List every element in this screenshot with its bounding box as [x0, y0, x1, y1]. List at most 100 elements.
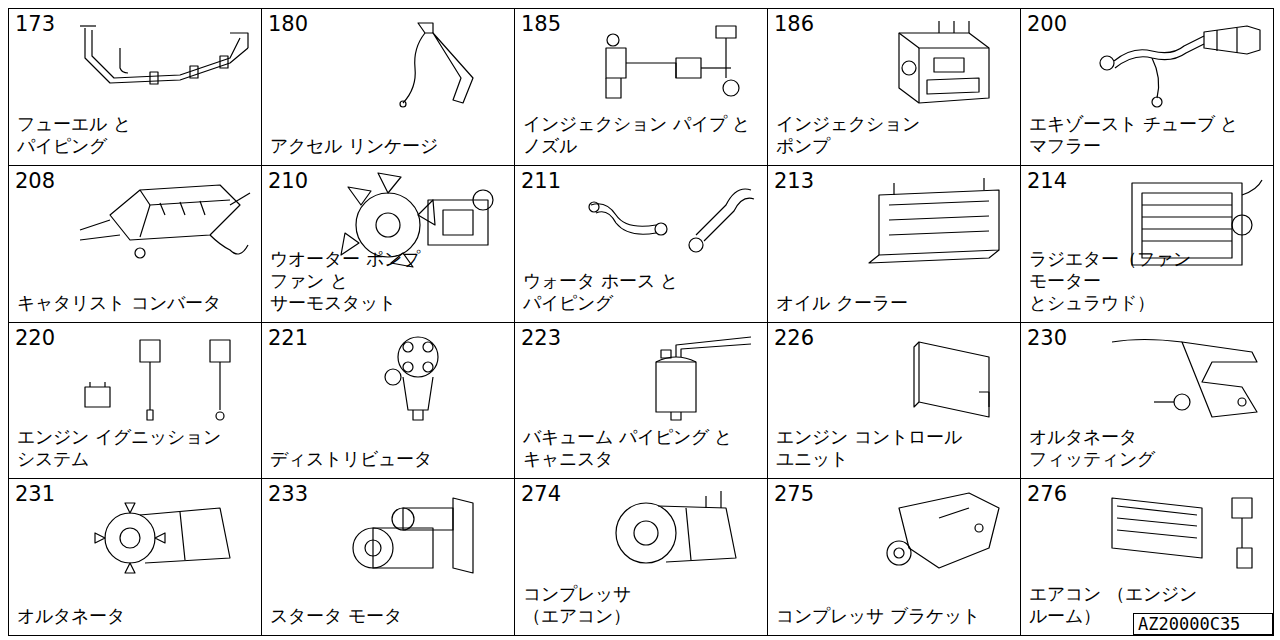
part-line: [919, 342, 989, 417]
catalog-cell: 230 オルタネータ フィッティング: [1020, 322, 1274, 479]
part-name: オルタネータ フィッティング: [1029, 426, 1229, 470]
part-line: [453, 498, 473, 573]
drawing-code: AZ20000C35: [1134, 614, 1272, 634]
callout-number: 213: [774, 169, 814, 193]
callout-number: 221: [268, 326, 308, 350]
catalog-cell: 223バキューム パイピング と キャニスタ: [514, 322, 768, 479]
part-line: [1112, 498, 1202, 558]
part-line: [616, 503, 676, 563]
part-line: [120, 48, 128, 73]
catalog-cell: 213 オイル クーラー: [767, 165, 1021, 323]
callout-number: 274: [521, 482, 561, 506]
callout-number: 210: [268, 169, 308, 193]
part-line: [403, 33, 425, 103]
part-line: [879, 190, 999, 255]
callout-number: 214: [1027, 169, 1067, 193]
part-line: [723, 80, 739, 96]
part-name: コンプレッサ ブラケット: [776, 605, 1015, 627]
callout-number: 230: [1027, 326, 1067, 350]
part-line: [1232, 498, 1252, 518]
part-line: [671, 412, 681, 420]
part-line: [403, 342, 413, 352]
part-illustration: [95, 503, 230, 573]
part-line: [626, 63, 676, 78]
part-name: ウオーター ポンプ ファン と サーモスタット: [270, 248, 470, 314]
part-line: [403, 362, 413, 372]
part-line: [1174, 394, 1190, 410]
part-name: バキューム パイピング と キャニスタ: [523, 426, 762, 470]
part-line: [418, 200, 435, 225]
part-line: [365, 540, 381, 556]
part-line: [975, 524, 983, 532]
part-line: [725, 38, 726, 78]
part-line: [376, 213, 400, 237]
part-line: [423, 362, 433, 372]
catalog-cell: 274 コンプレッサ （エアコン）: [514, 478, 768, 636]
part-line: [927, 78, 979, 94]
part-illustration: [80, 185, 250, 258]
catalog-cell: 173フューエル と パイピング: [8, 8, 262, 166]
part-line: [1152, 97, 1162, 107]
catalog-cell: 221ディストリビュータ: [261, 322, 515, 479]
part-line: [914, 342, 919, 407]
part-name: オイル クーラー: [776, 292, 1015, 314]
drawing-code-box: AZ20000C35: [1133, 613, 1273, 635]
part-line: [403, 377, 433, 410]
part-line: [1152, 58, 1159, 98]
part-name: エンジン コントロール ユニット: [776, 426, 1015, 470]
part-line: [85, 28, 248, 83]
part-line: [1142, 205, 1232, 241]
part-line: [230, 33, 248, 48]
part-line: [607, 34, 619, 46]
part-line: [1242, 180, 1262, 195]
part-line: [902, 61, 916, 75]
part-line: [180, 512, 185, 560]
part-line: [443, 210, 473, 235]
part-line: [606, 78, 621, 98]
part-line: [1238, 398, 1246, 406]
part-line: [634, 521, 658, 545]
part-line: [190, 66, 198, 78]
part-name: スタータ モータ: [270, 605, 509, 627]
part-line: [423, 342, 433, 352]
catalog-cell: 220エンジン イグニッション システム: [8, 322, 262, 479]
part-line: [400, 101, 406, 107]
part-line: [385, 369, 401, 385]
part-name: ウォータ ホース と パイピング: [523, 270, 762, 314]
part-line: [348, 187, 371, 205]
part-line: [1237, 548, 1252, 568]
part-name: キャタリスト コンバータ: [17, 292, 256, 314]
part-line: [433, 33, 473, 103]
callout-number: 185: [521, 12, 561, 36]
callout-number: 180: [268, 12, 308, 36]
part-line: [894, 178, 984, 195]
part-name: インジェクション パイプ と ノズル: [523, 113, 762, 157]
part-name: フューエル と パイピング: [17, 113, 167, 157]
part-line: [1204, 26, 1260, 54]
part-illustration: [589, 189, 754, 252]
part-line: [934, 58, 964, 72]
part-line: [1182, 342, 1257, 417]
part-line: [704, 198, 754, 241]
part-line: [899, 493, 999, 568]
part-illustration: [353, 498, 473, 573]
part-illustration: [899, 21, 989, 103]
part-line: [676, 58, 701, 78]
part-line: [105, 513, 155, 563]
part-line: [140, 340, 160, 362]
part-line: [899, 33, 989, 48]
catalog-cell: 180アクセル リンケージ: [261, 8, 515, 166]
catalog-cell: 231オルタネータ: [8, 478, 262, 636]
part-line: [160, 201, 205, 215]
part-illustration: [1112, 498, 1252, 568]
part-line: [658, 506, 736, 562]
part-name: エンジン イグニッション システム: [17, 426, 256, 470]
part-line: [918, 48, 919, 103]
part-line: [589, 202, 599, 212]
part-line: [596, 212, 656, 235]
part-line: [1154, 401, 1174, 402]
part-name: コンプレッサ （エアコン）: [523, 583, 723, 627]
part-line: [939, 21, 969, 33]
part-line: [656, 362, 696, 412]
